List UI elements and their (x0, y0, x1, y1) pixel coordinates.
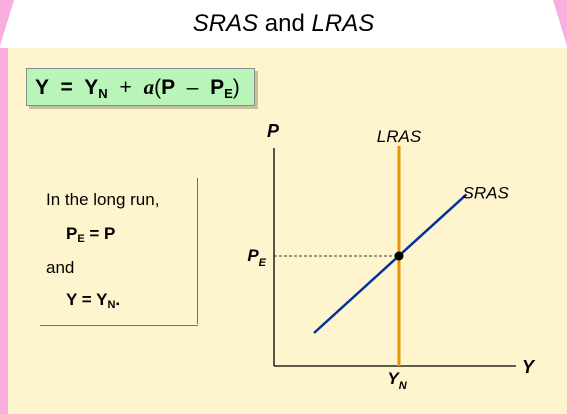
slide-body (8, 48, 567, 414)
left-accent-band (0, 48, 8, 414)
long-run-box-right-border (197, 178, 198, 324)
pe-tick-label: PE (247, 246, 266, 269)
formula-box: Y = YN + a(P – PE) (26, 68, 255, 106)
formula-p: P (161, 76, 175, 99)
long-run-line1: In the long run, (46, 190, 160, 209)
x-axis-label: Y (522, 357, 536, 377)
formula-open-paren: ( (154, 76, 162, 99)
formula-minus: – (186, 76, 199, 99)
formula-pe: PE (210, 76, 233, 101)
slide-title: SRAS and LRAS (0, 0, 567, 48)
formula-y: Y (35, 76, 49, 99)
formula-plus: + (119, 76, 132, 99)
title-sras: SRAS (192, 10, 259, 37)
yn-tick-label: YN (387, 369, 407, 392)
formula-alpha: a (143, 75, 155, 99)
sras-label: SRAS (463, 183, 510, 202)
sras-curve (313, 193, 468, 334)
formula-eq: = (60, 76, 73, 99)
formula-yn: YN (84, 76, 108, 101)
equilibrium-point (394, 251, 404, 261)
lras-label: LRAS (377, 127, 422, 146)
long-run-line4: Y = YN. (66, 290, 121, 311)
long-run-box-bottom-border (40, 325, 198, 326)
title-and: and (264, 10, 305, 37)
long-run-line3: and (46, 258, 75, 277)
long-run-line2: PE = P (66, 224, 116, 245)
title-lras: LRAS (311, 10, 375, 37)
formula-close-paren: ) (232, 76, 240, 99)
long-run-box (40, 178, 198, 326)
y-axis-label: P (267, 121, 280, 141)
